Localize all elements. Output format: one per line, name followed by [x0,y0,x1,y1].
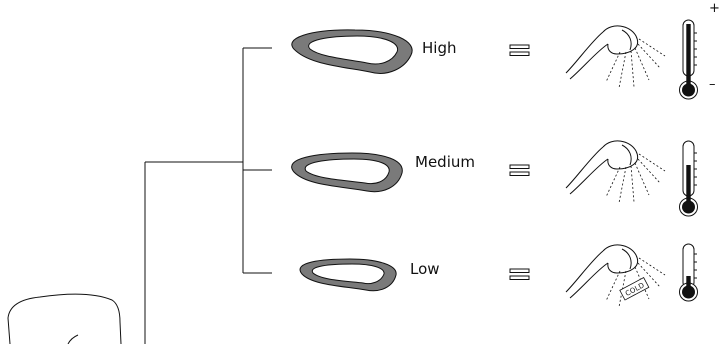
equals-icon [509,268,530,280]
scale-minus-label: – [709,77,716,92]
knob-icon [291,29,413,74]
level-row-high: High + – [291,1,719,100]
connector-lines [144,47,272,344]
shower-head-icon [565,25,666,89]
level-label: Medium [415,153,475,171]
equals-icon [509,44,530,56]
level-row-medium: Medium [291,140,698,217]
thermometer-icon [679,243,698,302]
thermometer-icon [679,140,698,217]
equals-icon [509,164,530,176]
level-label: High [422,39,456,57]
thermometer-icon [679,19,698,100]
shower-head-icon: COLD [565,244,666,308]
level-label: Low [410,260,440,278]
knob-icon [291,152,403,193]
shower-head-icon [565,140,666,204]
device-icon [7,293,122,344]
scale-plus-label: + [709,1,719,16]
level-row-low: Low COLD [299,243,698,308]
knob-icon [299,258,397,292]
